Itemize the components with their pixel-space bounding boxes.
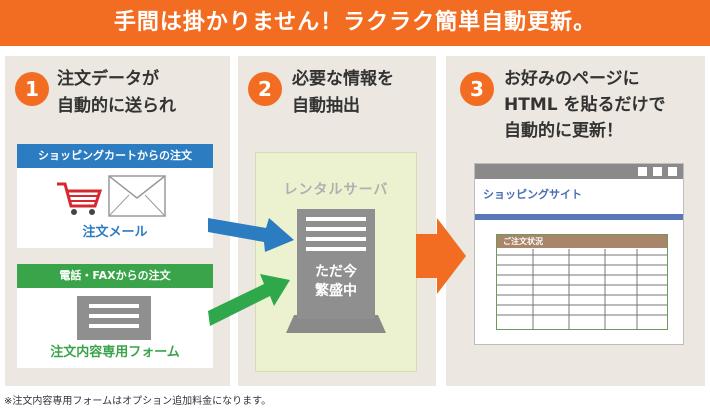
order-status-table: ご注文状況	[496, 234, 668, 330]
step-2-number: 2	[248, 72, 282, 106]
envelope-icon	[108, 175, 166, 217]
order-form-illustration	[77, 296, 151, 340]
server-tower-illustration	[286, 209, 386, 333]
step-3-number: 3	[460, 72, 494, 106]
step-1-number: 1	[15, 72, 49, 106]
site-nav-bar	[475, 214, 683, 220]
order-form-card: 電話・FAXからの注文 注文内容専用フォーム	[17, 264, 213, 368]
step-3-text: お好みのページに HTML を貼るだけで 自動的に更新！	[504, 69, 666, 141]
maximize-icon	[653, 167, 662, 176]
headline-banner: 手間は掛かりません！ラクラク簡単自動更新。	[0, 0, 710, 46]
minimize-icon	[638, 167, 647, 176]
rental-server-title: レンタルサーバ	[283, 182, 389, 198]
order-status-header: ご注文状況	[497, 235, 667, 248]
server-base-icon	[286, 315, 386, 333]
order-mail-card-header: ショッピングカートからの注文	[17, 144, 213, 168]
step-1-text: 注文データが 自動的に送られ	[57, 69, 176, 116]
cart-and-envelope-illustration	[57, 175, 166, 217]
shopping-site-title: ショッピングサイト	[483, 188, 582, 201]
footnote: ※注文内容専用フォームはオプション追加料金になります。	[4, 396, 272, 407]
browser-titlebar	[475, 164, 683, 179]
step-1-panel: 1 注文データが 自動的に送られ ショッピングカートからの注文 注文メール 電話…	[5, 56, 230, 386]
step-2-text: 必要な情報を 自動抽出	[292, 69, 394, 116]
order-form-card-header: 電話・FAXからの注文	[17, 264, 213, 288]
order-mail-card: ショッピングカートからの注文 注文メール	[17, 144, 213, 248]
order-form-label: 注文内容専用フォーム	[50, 345, 180, 360]
server-status-badge: ただ今 繁盛中	[315, 264, 357, 299]
website-mockup: ショッピングサイト ご注文状況	[474, 163, 684, 345]
close-icon	[668, 167, 677, 176]
order-table-grid	[497, 249, 667, 329]
order-mail-label: 注文メール	[82, 225, 148, 240]
rental-server-area: レンタルサーバ ただ今 繁盛中	[255, 152, 417, 372]
shopping-cart-icon	[57, 182, 103, 215]
